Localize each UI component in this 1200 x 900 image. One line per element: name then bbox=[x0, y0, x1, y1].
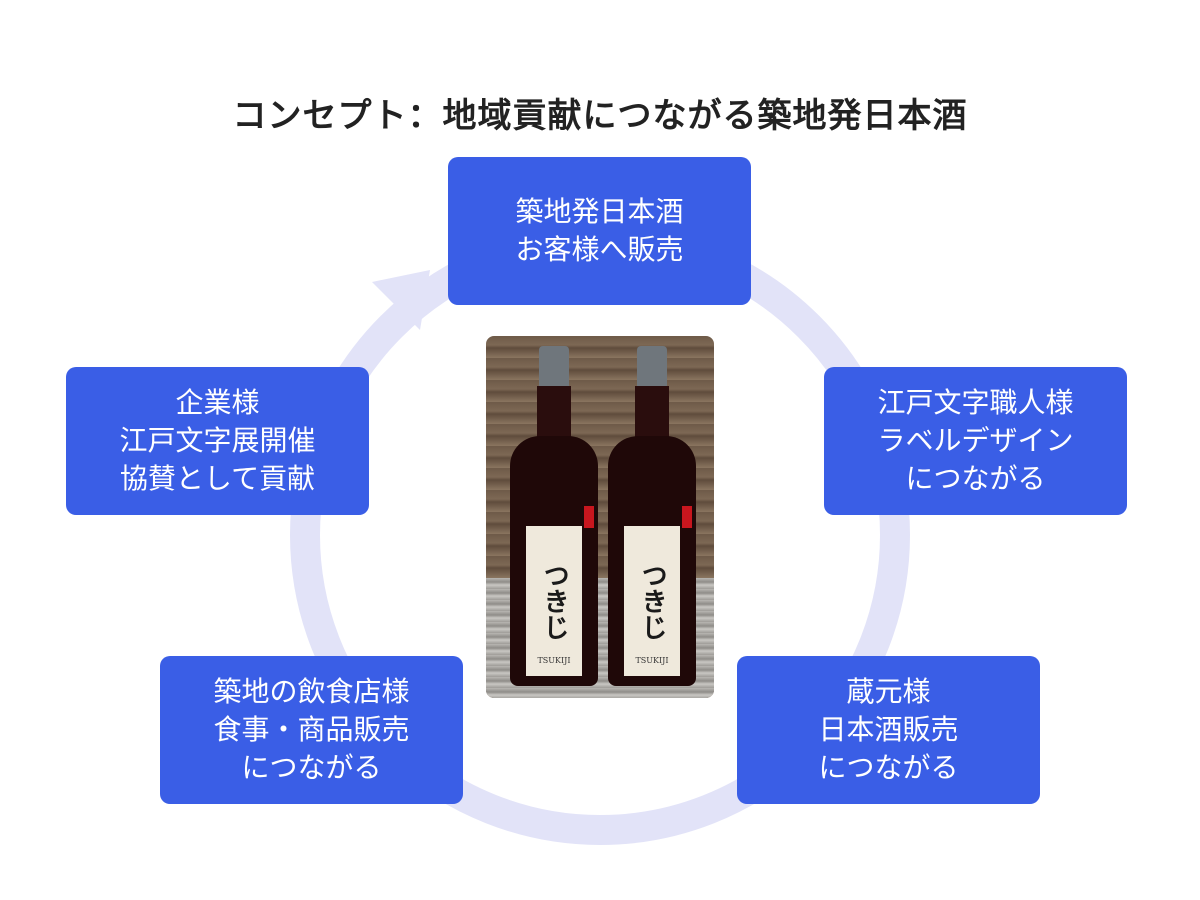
node-right-line-3: につながる bbox=[905, 462, 1046, 495]
node-bottom-left: 築地の飲食店様 食事・商品販売 につながる bbox=[160, 656, 463, 804]
node-right-line-1: 江戸文字職人様 bbox=[877, 386, 1074, 419]
bottle-cap bbox=[637, 346, 667, 390]
node-bottom-right: 蔵元様 日本酒販売 につながる bbox=[737, 656, 1040, 804]
node-left-line-1: 企業様 bbox=[175, 386, 260, 419]
node-bottom-left-line-1: 築地の飲食店様 bbox=[213, 675, 410, 708]
node-top-line-2: お客様へ販売 bbox=[515, 233, 684, 266]
bottle-label: つきじ bbox=[624, 526, 680, 676]
node-bottom-right-line-2: 日本酒販売 bbox=[818, 713, 959, 746]
bottle-cap bbox=[539, 346, 569, 390]
node-left-line-3: 協賛として貢献 bbox=[119, 462, 316, 495]
bottle-red-tag bbox=[584, 506, 594, 528]
arrow-up-right-icon bbox=[372, 270, 430, 330]
node-right-line-2: ラベルデザイン bbox=[877, 424, 1074, 457]
bottle-label: つきじ bbox=[526, 526, 582, 676]
bottle-label-sub: TSUKIJI bbox=[635, 656, 669, 665]
node-bottom-left-line-3: につながる bbox=[241, 751, 382, 784]
node-top-line-1: 築地発日本酒 bbox=[515, 195, 684, 228]
node-bottom-left-line-2: 食事・商品販売 bbox=[213, 713, 410, 746]
sake-bottle-right: つきじ TSUKIJI bbox=[608, 346, 696, 686]
sake-bottle-left: つきじ TSUKIJI bbox=[510, 346, 598, 686]
node-right: 江戸文字職人様 ラベルデザイン につながる bbox=[824, 367, 1127, 515]
bottle-red-tag bbox=[682, 506, 692, 528]
node-left: 企業様 江戸文字展開催 協賛として貢献 bbox=[66, 367, 369, 515]
node-left-line-2: 江戸文字展開催 bbox=[119, 424, 316, 457]
bottle-label-sub: TSUKIJI bbox=[537, 656, 571, 665]
sake-bottles-photo: つきじ TSUKIJI つきじ TSUKIJI bbox=[486, 336, 714, 698]
node-bottom-right-line-1: 蔵元様 bbox=[846, 675, 931, 708]
node-bottom-right-line-3: につながる bbox=[818, 751, 959, 784]
diagram-title: コンセプト：地域貢献につながる築地発日本酒 bbox=[232, 96, 968, 136]
node-top: 築地発日本酒 お客様へ販売 bbox=[448, 157, 751, 305]
